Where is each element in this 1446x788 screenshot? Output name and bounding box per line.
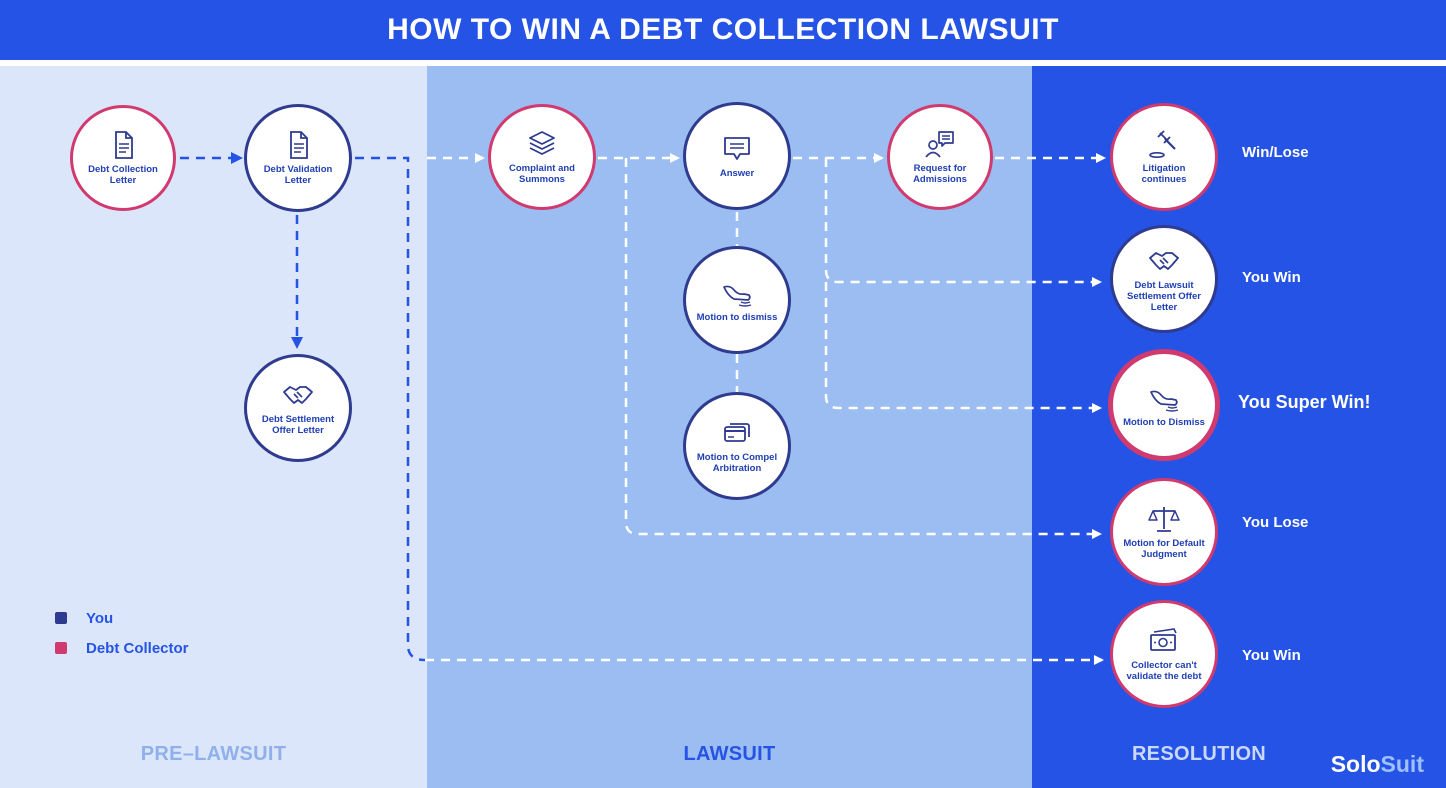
node-debt-collection-letter: Debt Collection Letter [70,105,176,211]
handshake-icon [1149,251,1179,270]
document-icon [115,131,133,159]
outcome-you-lose: You Lose [1242,514,1309,531]
line-answer-branch-dismiss [824,282,1102,413]
outcome-you-win-validate: You Win [1242,647,1301,664]
legend-item-collector: Debt Collector [55,633,189,663]
line-validation-to-complaint-start [355,156,426,662]
logo-part-solo: Solo [1330,751,1381,777]
node-label: Complaint and Summons [509,163,575,185]
node-collector-cant-validate: Collector can't validate the debt [1110,600,1218,708]
legend-label-collector: Debt Collector [86,639,189,657]
gavel-icon [1149,130,1176,158]
node-request-for-admissions: Request for Admissions [887,104,993,210]
line-complaint-to-default [624,158,1102,539]
money-icon [1150,628,1177,651]
node-label: Debt Collection Letter [88,164,158,186]
node-debt-lawsuit-settlement-offer-letter: Debt Lawsuit Settlement Offer Letter [1110,225,1218,333]
layers-icon [529,131,555,155]
outcome-win-lose: Win/Lose [1242,144,1309,161]
node-litigation-continues: Litigation continues [1110,103,1218,211]
document-icon [290,131,308,159]
title-banner: HOW TO WIN A DEBT COLLECTION LAWSUIT [0,0,1446,60]
line-answer-branch [824,158,1102,287]
resolution-label: RESOLUTION [1131,743,1267,765]
node-motion-to-dismiss-lawsuit: Motion to dismiss [683,246,791,354]
pre-lawsuit-column: PRE–LAWSUIT [0,66,427,788]
solosuit-logo: SoloSuit [1331,751,1424,778]
person-chat-icon [925,131,954,158]
legend-swatch-you [55,612,67,624]
kick-icon [1150,390,1179,412]
node-label: Motion to dismiss [696,311,778,323]
outcome-you-super-win: You Super Win! [1238,392,1371,412]
node-label: Debt Validation Letter [263,164,333,186]
pre-lawsuit-label: PRE–LAWSUIT [140,743,287,765]
node-label: Request for Admissions [913,163,967,185]
node-label: Litigation continues [1141,163,1187,185]
node-label: Motion to Compel Arbitration [696,452,778,474]
lawsuit-label: LAWSUIT [683,743,776,765]
legend-label-you: You [86,609,114,627]
node-motion-to-compel-arbitration: Motion to Compel Arbitration [683,392,791,500]
speech-bubble-icon [724,136,750,160]
node-debt-validation-letter: Debt Validation Letter [244,104,352,212]
resolution-column: RESOLUTION [1032,66,1446,788]
node-label: Collector can't validate the debt [1126,660,1202,682]
legend-swatch-collector [55,642,67,654]
legend-item-you: You [55,603,189,633]
node-label: Debt Lawsuit Settlement Offer Letter [1127,279,1201,313]
node-debt-settlement-offer-letter: Debt Settlement Offer Letter [244,354,352,462]
node-motion-to-dismiss-resolution: Motion to Dismiss [1108,349,1220,461]
node-answer: Answer [683,102,791,210]
node-label: Motion to Dismiss [1123,416,1205,428]
node-complaint-and-summons: Complaint and Summons [488,104,596,210]
logo-part-suit: Suit [1380,751,1424,777]
node-label: Answer [719,167,755,179]
handshake-icon [283,386,313,404]
legend: You Debt Collector [55,603,189,663]
cards-icon [724,423,750,442]
node-motion-for-default-judgment: Motion for Default Judgment [1110,478,1218,586]
node-label: Debt Settlement Offer Letter [261,414,335,436]
page-title: HOW TO WIN A DEBT COLLECTION LAWSUIT [387,13,1059,46]
node-label: Motion for Default Judgment [1123,538,1205,560]
kick-icon [723,285,752,307]
outcome-you-win-settlement: You Win [1242,269,1301,286]
scales-icon [1148,507,1180,532]
